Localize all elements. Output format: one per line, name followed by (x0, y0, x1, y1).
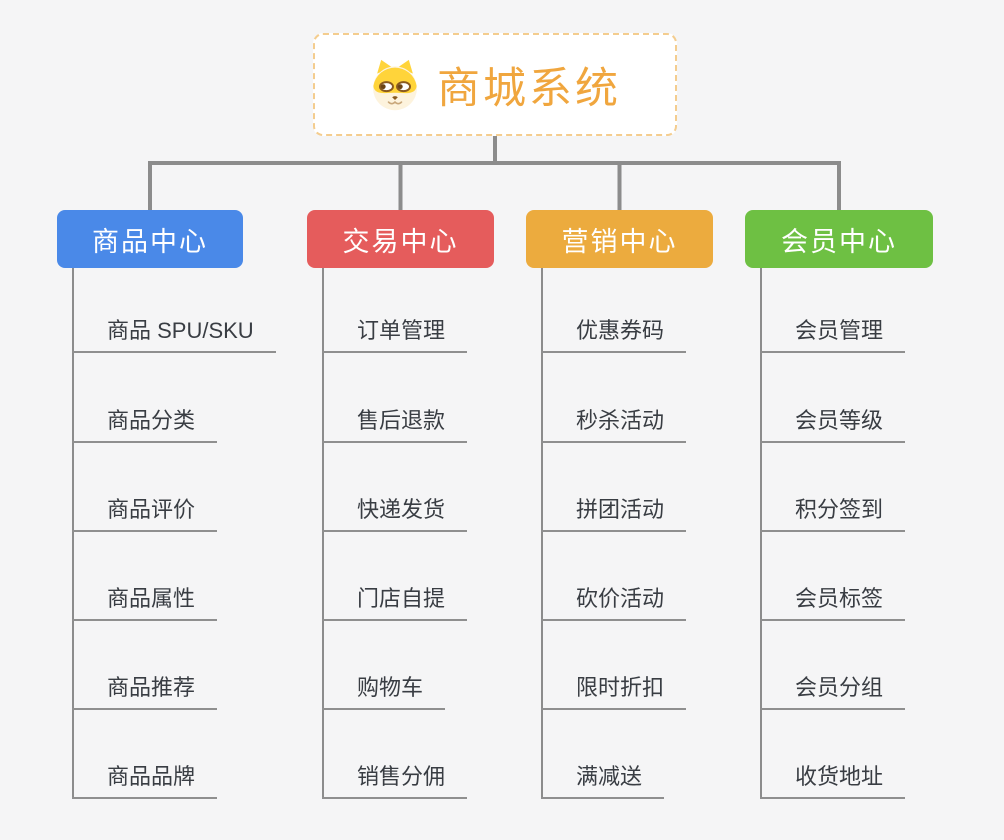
leaf-node-member-center-5[interactable]: 会员分组 (760, 674, 906, 710)
dog-icon (373, 59, 417, 110)
leaf-label: 拼团活动 (576, 497, 665, 522)
leaf-label: 会员标签 (795, 586, 884, 611)
leaf-label: 订单管理 (357, 318, 446, 343)
leaf-label: 商品属性 (107, 586, 196, 611)
leaf-node-member-center-4[interactable]: 会员标签 (760, 585, 906, 621)
leaf-node-transaction-center-2[interactable]: 售后退款 (322, 407, 468, 443)
leaf-node-member-center-2[interactable]: 会员等级 (760, 407, 906, 443)
branch-node-transaction-center[interactable]: 交易中心 (307, 210, 494, 268)
leaf-label: 商品品牌 (107, 764, 196, 789)
branch-label: 商品中心 (92, 226, 208, 257)
leaf-label: 商品推荐 (107, 675, 196, 700)
leaf-label: 会员管理 (795, 318, 884, 343)
leaf-node-product-center-3[interactable]: 商品评价 (72, 496, 218, 532)
leaf-label: 秒杀活动 (576, 408, 665, 433)
branch-label: 营销中心 (561, 226, 678, 257)
leaf-node-transaction-center-5[interactable]: 购物车 (322, 674, 446, 710)
branch-node-marketing-center[interactable]: 营销中心 (526, 210, 713, 268)
leaf-label: 商品分类 (107, 408, 196, 433)
branch-label: 会员中心 (781, 226, 897, 257)
root-node[interactable]: 商城系统 (313, 33, 677, 136)
leaf-node-marketing-center-2[interactable]: 秒杀活动 (541, 407, 687, 443)
leaf-node-member-center-3[interactable]: 积分签到 (760, 496, 906, 532)
leaf-node-marketing-center-5[interactable]: 限时折扣 (541, 674, 687, 710)
leaf-label: 快递发货 (357, 497, 446, 522)
leaf-label: 售后退款 (357, 408, 446, 433)
leaf-label: 砍价活动 (576, 586, 665, 611)
leaf-node-member-center-6[interactable]: 收货地址 (760, 763, 906, 799)
leaf-node-marketing-center-1[interactable]: 优惠券码 (541, 317, 687, 353)
leaf-node-product-center-4[interactable]: 商品属性 (72, 585, 218, 621)
branch-node-member-center[interactable]: 会员中心 (745, 210, 933, 268)
leaf-label: 限时折扣 (576, 675, 665, 700)
leaf-node-transaction-center-6[interactable]: 销售分佣 (322, 763, 468, 799)
leaf-node-product-center-6[interactable]: 商品品牌 (72, 763, 218, 799)
leaf-label: 销售分佣 (357, 764, 446, 789)
branch-node-product-center[interactable]: 商品中心 (57, 210, 243, 268)
root-title: 商城系统 (437, 64, 621, 113)
leaf-node-marketing-center-4[interactable]: 砍价活动 (541, 585, 687, 621)
leaf-node-transaction-center-3[interactable]: 快递发货 (322, 496, 468, 532)
leaf-node-product-center-2[interactable]: 商品分类 (72, 407, 218, 443)
leaf-node-member-center-1[interactable]: 会员管理 (760, 317, 906, 353)
leaf-label: 商品 SPU/SKU (107, 318, 254, 343)
leaf-label: 满减送 (576, 764, 643, 789)
leaf-label: 门店自提 (357, 586, 446, 611)
branch-label: 交易中心 (342, 226, 459, 257)
leaf-node-marketing-center-6[interactable]: 满减送 (541, 763, 665, 799)
leaf-label: 会员等级 (795, 408, 884, 433)
leaf-label: 积分签到 (795, 497, 884, 522)
leaf-node-transaction-center-1[interactable]: 订单管理 (322, 317, 468, 353)
leaf-label: 优惠券码 (576, 318, 665, 343)
leaf-label: 收货地址 (795, 764, 884, 789)
leaf-node-transaction-center-4[interactable]: 门店自提 (322, 585, 468, 621)
leaf-node-marketing-center-3[interactable]: 拼团活动 (541, 496, 687, 532)
leaf-label: 购物车 (357, 675, 424, 700)
leaf-node-product-center-5[interactable]: 商品推荐 (72, 674, 218, 710)
leaf-label: 商品评价 (107, 497, 196, 522)
leaf-node-product-center-1[interactable]: 商品 SPU/SKU (72, 317, 276, 353)
leaf-label: 会员分组 (795, 675, 884, 700)
